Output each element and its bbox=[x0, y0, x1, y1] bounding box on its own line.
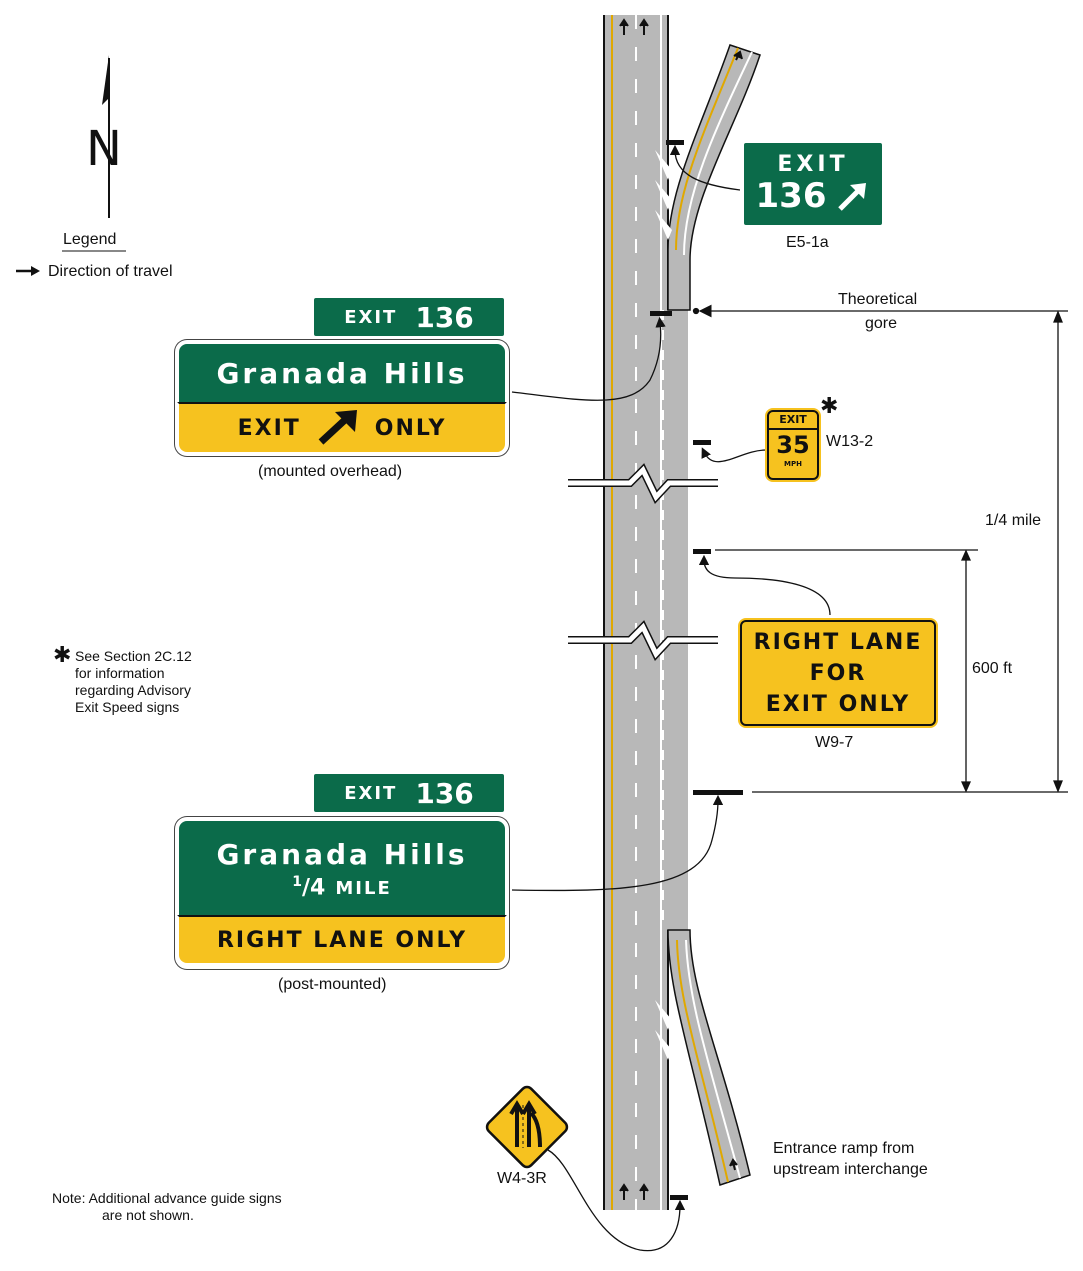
sign-supports bbox=[650, 140, 743, 1200]
overhead-destination: Granada Hills bbox=[216, 356, 468, 390]
post-exit-plaque: EXIT 136 bbox=[310, 770, 508, 816]
exit-ramp bbox=[655, 44, 761, 311]
overhead-exit-plaque: EXIT 136 bbox=[310, 294, 508, 340]
fraction-numerator: 1 bbox=[292, 873, 302, 890]
w132-code: W13-2 bbox=[826, 433, 874, 450]
e51a-code: E5-1a bbox=[786, 234, 829, 251]
e51a-exit-number: 136 bbox=[755, 176, 827, 216]
sign-e51a: EXIT 136 bbox=[740, 139, 886, 229]
north-arrow-icon bbox=[102, 55, 110, 218]
exit-only-lane bbox=[662, 310, 690, 930]
label-entrance-1: Entrance ramp from bbox=[773, 1140, 915, 1157]
post-plaque-number: 136 bbox=[415, 776, 474, 810]
freeway-mainline bbox=[603, 15, 669, 1210]
e51a-exit-word: EXIT bbox=[777, 152, 849, 177]
diagonal-up-right-arrow-icon bbox=[838, 183, 867, 211]
overhead-panel-only: ONLY bbox=[374, 415, 447, 441]
asterisk-note-line: See Section 2C.12 bbox=[75, 648, 192, 664]
label-theoretical: Theoretical bbox=[838, 291, 918, 308]
overhead-guide-sign: Granada Hills EXIT ONLY bbox=[175, 340, 509, 456]
asterisk-note-line: for information bbox=[75, 665, 165, 681]
asterisk-note-line: regarding Advisory bbox=[75, 682, 191, 698]
bottom-note-line1: Note: Additional advance guide signs bbox=[52, 1190, 282, 1206]
label-600ft: 600 ft bbox=[972, 660, 1013, 677]
legend-arrow-icon bbox=[16, 266, 40, 276]
post-guide-sign: Granada Hills 1/4 MILE RIGHT LANE ONLY bbox=[175, 817, 509, 969]
overhead-plaque-word: EXIT bbox=[344, 306, 398, 328]
w132-exit-word: EXIT bbox=[769, 412, 817, 430]
legend-title: Legend bbox=[63, 231, 117, 248]
w132-speed: 35 bbox=[776, 431, 810, 459]
break-line-upper bbox=[568, 463, 718, 505]
w43r-code: W4-3R bbox=[497, 1170, 547, 1187]
dimension-lines bbox=[692, 304, 1068, 793]
diagonal-up-right-arrow-icon bbox=[318, 410, 357, 445]
fraction-denominator: 4 bbox=[310, 875, 326, 901]
bottom-note: Note: Additional advance guide signs are… bbox=[52, 1190, 282, 1224]
asterisk-note-line: Exit Speed signs bbox=[75, 699, 180, 715]
post-distance-fraction: 1/4 bbox=[292, 873, 326, 901]
label-quarter-mile: 1/4 mile bbox=[985, 512, 1042, 529]
sign-w97: RIGHT LANE FOR EXIT ONLY bbox=[740, 620, 936, 726]
break-line-lower bbox=[568, 620, 718, 662]
sign-w43r-graphic bbox=[485, 1085, 569, 1169]
post-plaque-word: EXIT bbox=[344, 782, 398, 804]
north-letter: N bbox=[86, 121, 122, 177]
overhead-plaque-number: 136 bbox=[415, 300, 474, 334]
w132-unit: MPH bbox=[784, 460, 802, 468]
asterisk-note: See Section 2C.12 for information regard… bbox=[75, 648, 192, 716]
entrance-ramp bbox=[655, 929, 751, 1186]
leader-lines bbox=[511, 144, 831, 1252]
w97-line1: RIGHT LANE bbox=[753, 629, 923, 655]
post-distance-word: MILE bbox=[335, 878, 392, 900]
post-panel-text: RIGHT LANE ONLY bbox=[216, 927, 468, 953]
post-destination: Granada Hills bbox=[216, 837, 468, 871]
w97-line3: EXIT ONLY bbox=[765, 691, 911, 717]
legend-direction-label: Direction of travel bbox=[48, 263, 173, 280]
overhead-caption: (mounted overhead) bbox=[258, 463, 403, 480]
w97-code: W9-7 bbox=[815, 734, 854, 751]
label-entrance-2: upstream interchange bbox=[773, 1161, 928, 1178]
overhead-panel-exit: EXIT bbox=[237, 415, 301, 441]
sign-w132: EXIT 35 MPH bbox=[767, 410, 819, 480]
label-gore: gore bbox=[865, 315, 898, 332]
w97-line2: FOR bbox=[809, 660, 867, 686]
lane-arrows bbox=[619, 18, 743, 1200]
asterisk-icon: ✱ bbox=[53, 642, 72, 667]
w132-asterisk-icon: ✱ bbox=[820, 393, 839, 418]
post-caption: (post-mounted) bbox=[278, 976, 387, 993]
bottom-note-line2: are not shown. bbox=[102, 1207, 194, 1223]
